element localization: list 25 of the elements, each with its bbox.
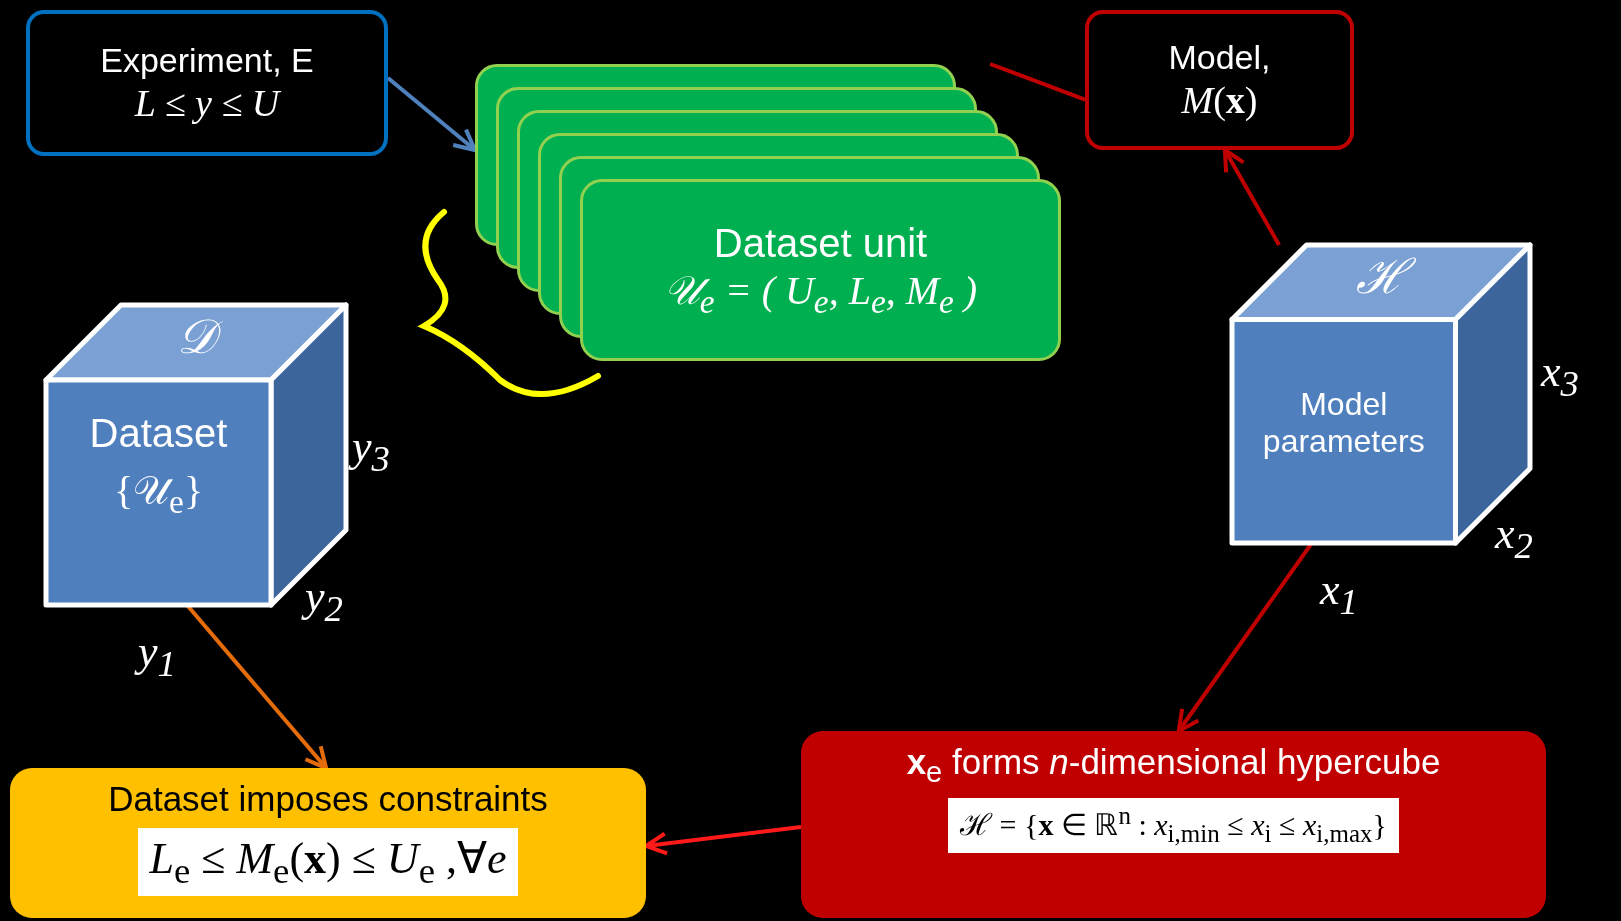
process-box bbox=[1085, 10, 1354, 150]
axis-label: x$_{3}$ bbox=[1541, 350, 1579, 403]
formula: L$_{e}$ ≤ M$_{e}$(x) ≤ U$_{e}$ ,∀e bbox=[137, 828, 519, 897]
cube-text: Dataset bbox=[88, 410, 229, 456]
panel-title: x$_{e}$ forms n-dimensional hypercube bbox=[906, 741, 1441, 790]
box-formula: L ≤ y ≤ U bbox=[134, 80, 280, 126]
box-formula: M(x) bbox=[1181, 77, 1258, 123]
cube-label: 𝒟 bbox=[121, 309, 271, 365]
arrow bbox=[386, 76, 477, 153]
axis-label: x$_{1}$ bbox=[1320, 568, 1358, 621]
formula: ℋ = {x ∈ ℝ$^{n}$ : x$_{i,min}$ ≤ x$_{i}$ ≤ x$_{i,max}$} bbox=[948, 798, 1399, 853]
arrow bbox=[644, 824, 802, 856]
cube-label: ℋ bbox=[1306, 249, 1456, 305]
cube-text: Model parameters bbox=[1261, 386, 1426, 460]
box-title: Experiment, E bbox=[100, 39, 314, 81]
process-box bbox=[26, 10, 388, 156]
constraint-panel bbox=[10, 768, 646, 918]
card-title: Dataset unit bbox=[713, 219, 928, 267]
axis-label: x$_{2}$ bbox=[1495, 512, 1533, 565]
card-formula: 𝒰$_{e}$ = ( U$_{e}$, L$_{e}$, M$_{e}$ ) bbox=[663, 266, 978, 322]
box-title: Model, bbox=[1168, 36, 1271, 78]
panel-title: Dataset imposes constraints bbox=[108, 778, 548, 820]
cube-formula: {𝒰$_{e}$} bbox=[112, 468, 205, 522]
arrow bbox=[1222, 148, 1281, 246]
constraint-panel bbox=[801, 731, 1546, 918]
